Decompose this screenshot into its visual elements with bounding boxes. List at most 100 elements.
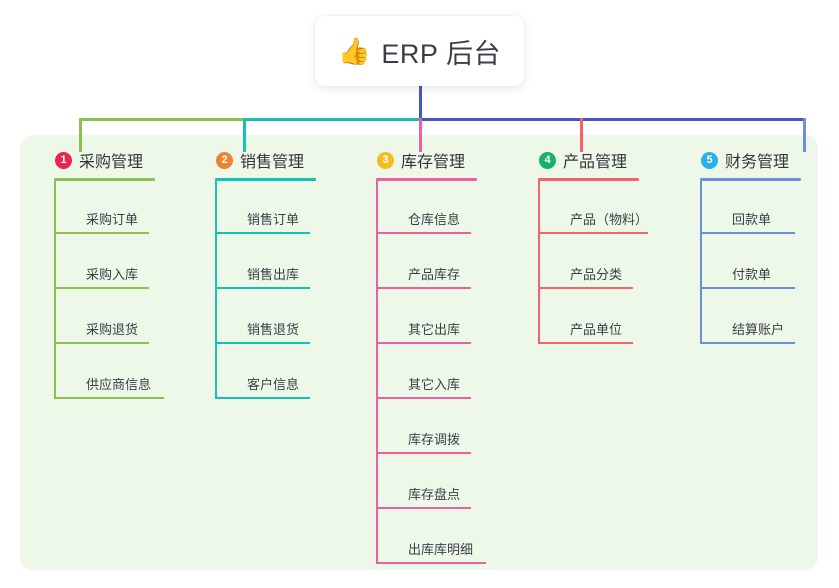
branch-spine-line xyxy=(700,181,702,344)
branch-item[interactable]: 产品（物料） xyxy=(538,181,666,236)
branch-item-label: 客户信息 xyxy=(247,377,300,392)
branch-item[interactable]: 产品单位 xyxy=(538,291,666,346)
branch-item-underline xyxy=(376,562,486,564)
branch-item-underline xyxy=(700,342,795,344)
branch-spine-line xyxy=(538,181,540,344)
branch-item[interactable]: 回款单 xyxy=(700,181,828,236)
root-node-title: ERP 后台 xyxy=(381,38,501,69)
branch-item-underline xyxy=(215,397,310,399)
branch-item[interactable]: 其它入库 xyxy=(376,346,504,401)
branch-item-list: 采购订单采购入库采购退货供应商信息 xyxy=(32,181,182,401)
thumbs-up-icon: 👍 xyxy=(338,36,371,66)
branch-header[interactable]: 3 库存管理 xyxy=(354,148,504,172)
branch-item-label: 回款单 xyxy=(732,212,772,227)
branch-number-badge: 4 xyxy=(539,151,556,169)
branch-item-underline xyxy=(54,232,149,234)
branch-item-label: 销售出库 xyxy=(247,267,300,282)
branch-item[interactable]: 结算账户 xyxy=(700,291,828,346)
branch-column-5: 5 财务管理回款单付款单结算账户 xyxy=(678,148,828,346)
branch-item-underline xyxy=(54,397,164,399)
branch-item-underline xyxy=(376,452,471,454)
branch-column-3: 3 库存管理仓库信息产品库存其它出库其它入库库存调拨库存盘点出库库明细 xyxy=(354,148,504,566)
branch-item[interactable]: 采购入库 xyxy=(54,236,182,291)
branch-item-label: 其它入库 xyxy=(408,377,461,392)
branch-item-label: 采购订单 xyxy=(86,212,139,227)
branch-item-underline xyxy=(376,507,471,509)
branch-item-underline xyxy=(700,287,795,289)
root-node-card[interactable]: 👍 ERP 后台 xyxy=(315,16,524,86)
branch-item-label: 产品单位 xyxy=(570,322,623,337)
branch-title: 销售管理 xyxy=(240,154,305,171)
branch-item[interactable]: 销售出库 xyxy=(215,236,343,291)
branch-header[interactable]: 2 销售管理 xyxy=(193,148,343,172)
branch-item-label: 库存盘点 xyxy=(408,487,461,502)
branch-item-underline xyxy=(376,397,471,399)
branch-item-label: 结算账户 xyxy=(732,322,785,337)
branch-item[interactable]: 出库库明细 xyxy=(376,511,504,566)
branch-item-label: 产品分类 xyxy=(570,267,623,282)
branch-item-label: 供应商信息 xyxy=(86,377,152,392)
branch-item[interactable]: 采购订单 xyxy=(54,181,182,236)
branch-item[interactable]: 库存调拨 xyxy=(376,401,504,456)
branch-underline xyxy=(700,178,801,181)
branch-item-underline xyxy=(215,287,310,289)
branch-item[interactable]: 仓库信息 xyxy=(376,181,504,236)
branches-panel xyxy=(20,135,818,570)
branch-item-underline xyxy=(538,287,633,289)
branch-item-label: 产品库存 xyxy=(408,267,461,282)
branch-item[interactable]: 库存盘点 xyxy=(376,456,504,511)
branch-spine-line xyxy=(215,181,217,399)
branch-column-1: 1 采购管理采购订单采购入库采购退货供应商信息 xyxy=(32,148,182,401)
branch-number-badge: 5 xyxy=(701,151,718,169)
branch-item[interactable]: 销售订单 xyxy=(215,181,343,236)
branch-item[interactable]: 客户信息 xyxy=(215,346,343,401)
branch-underline xyxy=(215,178,316,181)
branch-item-underline xyxy=(376,232,471,234)
branch-item[interactable]: 产品库存 xyxy=(376,236,504,291)
branch-item[interactable]: 其它出库 xyxy=(376,291,504,346)
branch-item-underline xyxy=(376,287,471,289)
branch-item-list: 仓库信息产品库存其它出库其它入库库存调拨库存盘点出库库明细 xyxy=(354,181,504,566)
branch-number-badge: 2 xyxy=(216,151,233,169)
branch-item-list: 回款单付款单结算账户 xyxy=(678,181,828,346)
branch-number-badge: 3 xyxy=(377,151,394,169)
branch-number-badge: 1 xyxy=(55,151,72,169)
branch-item-list: 产品（物料） 产品分类产品单位 xyxy=(516,181,666,346)
branch-item-underline xyxy=(215,342,310,344)
branch-item-underline xyxy=(215,232,310,234)
branch-item-label: 采购退货 xyxy=(86,322,139,337)
branch-item-underline xyxy=(538,342,633,344)
branch-item-label: 库存调拨 xyxy=(408,432,461,447)
branch-item-label: 付款单 xyxy=(732,267,772,282)
branch-item-label: 出库库明细 xyxy=(408,542,474,557)
branch-item[interactable]: 销售退货 xyxy=(215,291,343,346)
branch-underline xyxy=(538,178,639,181)
branch-item-list: 销售订单销售出库销售退货客户信息 xyxy=(193,181,343,401)
branch-item-underline xyxy=(376,342,471,344)
branch-item[interactable]: 供应商信息 xyxy=(54,346,182,401)
branch-header[interactable]: 1 采购管理 xyxy=(32,148,182,172)
branch-item-label: 仓库信息 xyxy=(408,212,461,227)
branch-item-underline xyxy=(54,342,149,344)
branch-title: 财务管理 xyxy=(725,154,790,171)
branch-item-underline xyxy=(538,232,648,234)
branch-item[interactable]: 产品分类 xyxy=(538,236,666,291)
branch-item[interactable]: 付款单 xyxy=(700,236,828,291)
branch-header[interactable]: 5 财务管理 xyxy=(678,148,828,172)
branch-item-underline xyxy=(54,287,149,289)
branch-underline xyxy=(376,178,477,181)
branch-title: 库存管理 xyxy=(401,154,466,171)
branch-spine-line xyxy=(54,181,56,399)
branch-title: 采购管理 xyxy=(79,154,144,171)
branch-underline xyxy=(54,178,155,181)
branch-item-label: 产品（物料） xyxy=(570,212,649,227)
branch-item-label: 销售订单 xyxy=(247,212,300,227)
branch-item[interactable]: 采购退货 xyxy=(54,291,182,346)
branch-item-underline xyxy=(700,232,795,234)
branch-spine-line xyxy=(376,181,378,564)
branch-item-label: 销售退货 xyxy=(247,322,300,337)
branch-item-label: 采购入库 xyxy=(86,267,139,282)
